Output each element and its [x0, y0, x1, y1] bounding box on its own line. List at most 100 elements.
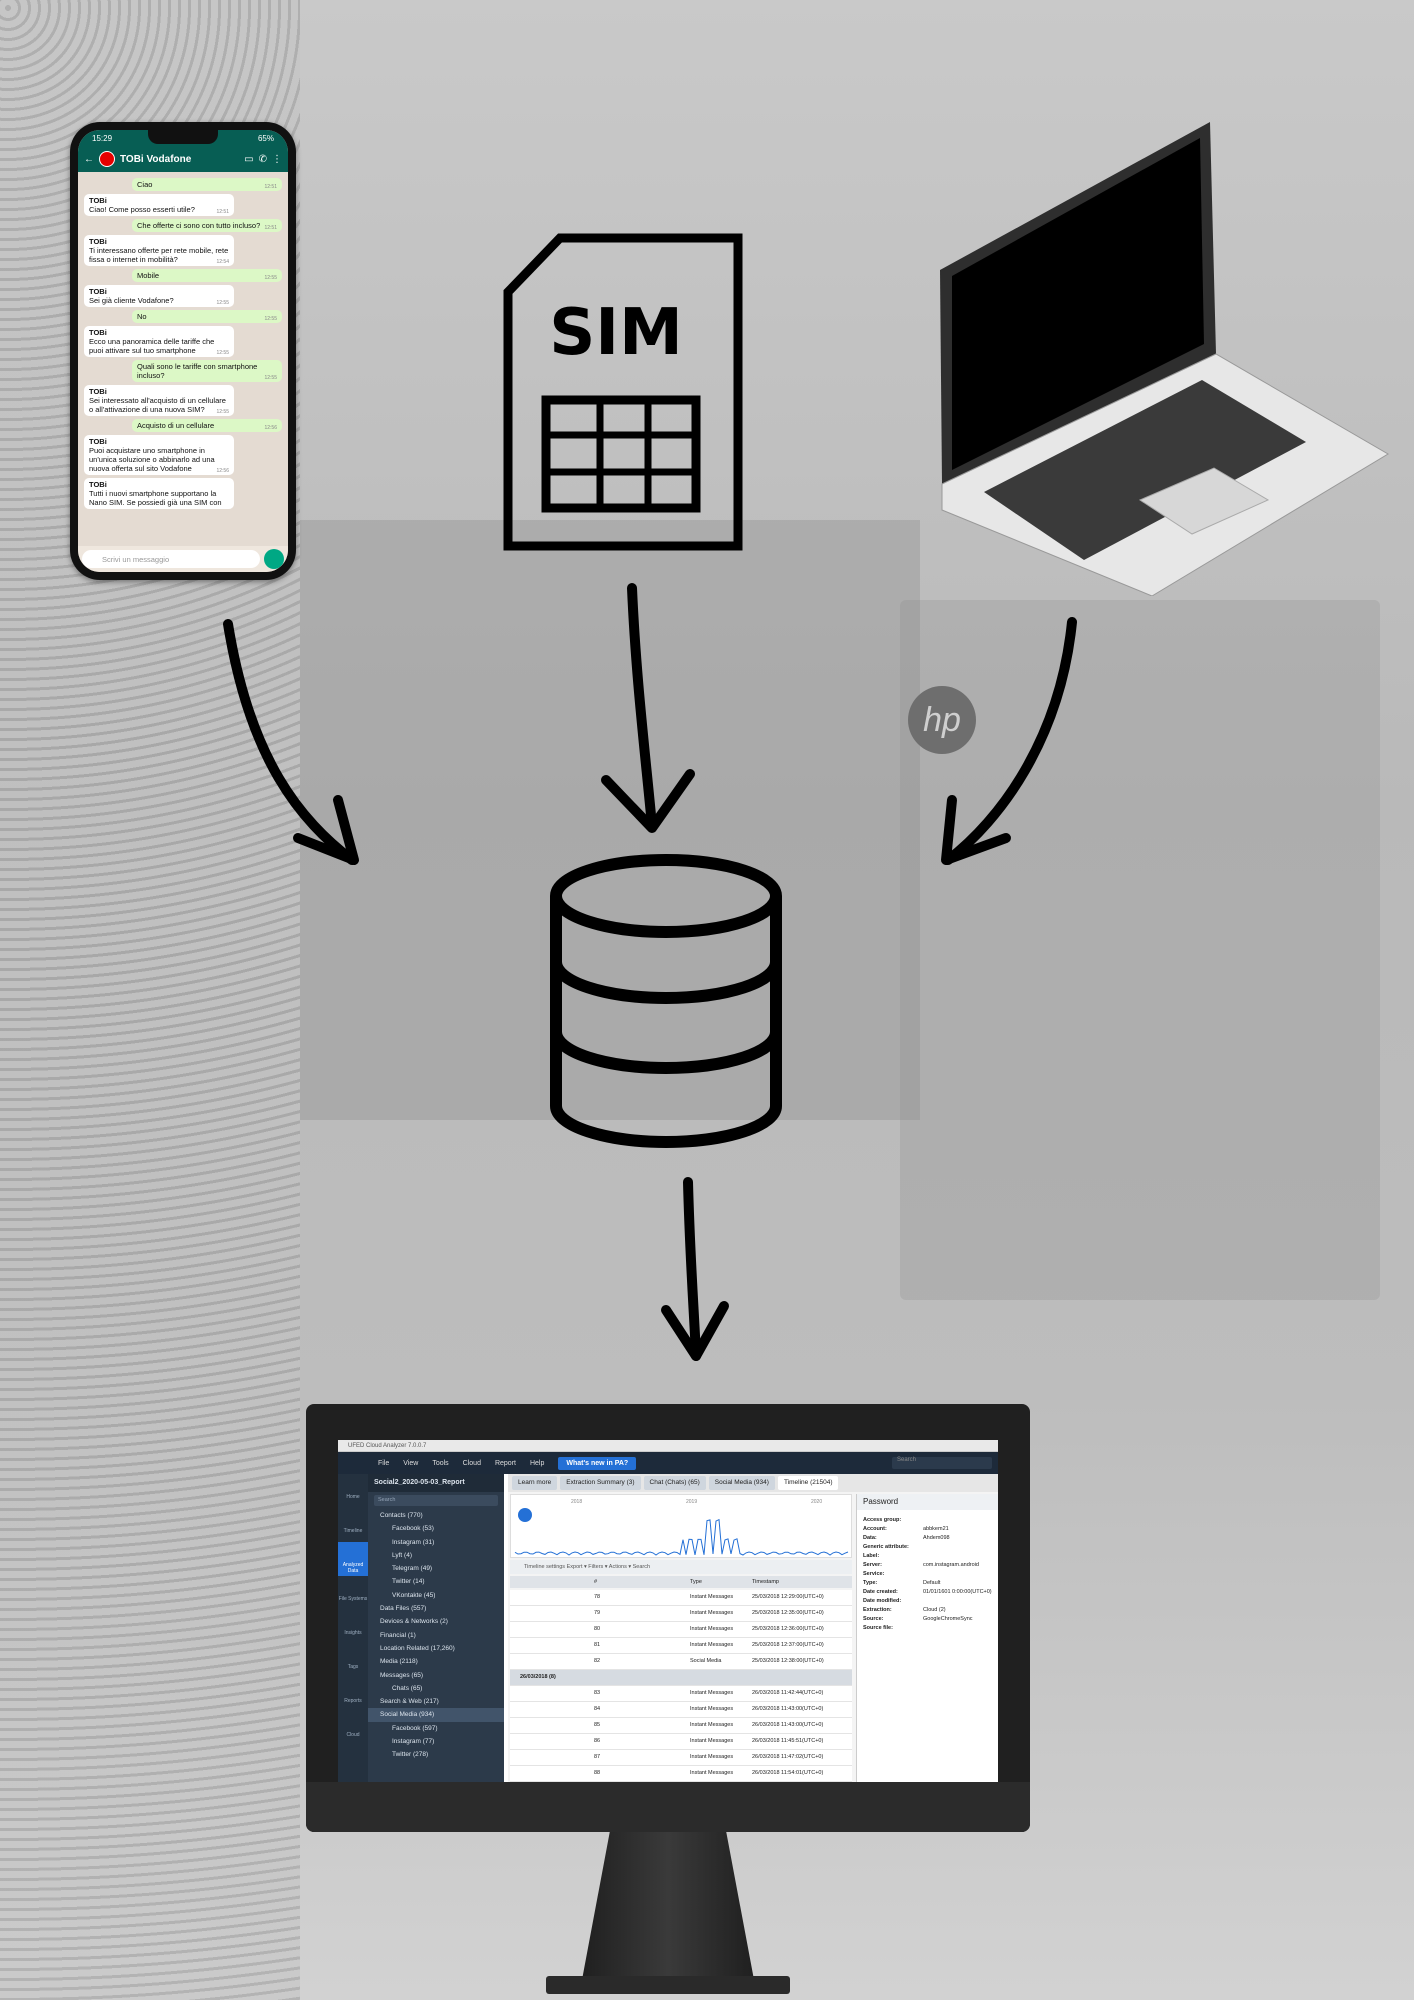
tree-item[interactable]: Facebook (597)	[392, 1724, 438, 1732]
tab[interactable]: Extraction Summary (3)	[560, 1476, 641, 1490]
nav-timeline[interactable]: Timeline	[343, 1528, 363, 1534]
tree-item[interactable]: Financial (1)	[380, 1631, 416, 1639]
more-icon[interactable]: ⋮	[272, 153, 282, 165]
avatar[interactable]	[99, 151, 115, 167]
tree-item[interactable]: Twitter (14)	[392, 1578, 425, 1586]
col-type[interactable]: Type	[690, 1579, 702, 1585]
detail-key: Type:	[863, 1580, 878, 1586]
tree-item[interactable]: Telegram (49)	[392, 1565, 433, 1573]
mic-icon[interactable]	[264, 549, 284, 569]
row-number: 26/03/2018 (8)	[520, 1674, 556, 1680]
nav-tags[interactable]: Tags	[347, 1664, 359, 1670]
tab[interactable]: Timeline (21504)	[777, 1476, 839, 1490]
row-type: Instant Messages	[690, 1610, 734, 1616]
chat-message[interactable]: Che offerte ci sono con tutto incluso?12…	[132, 219, 282, 232]
tree-item[interactable]: Data Files (557)	[380, 1605, 427, 1613]
menu-view[interactable]: View	[403, 1459, 419, 1467]
tree-item[interactable]: Facebook (53)	[392, 1525, 434, 1533]
menu-tools[interactable]: Tools	[432, 1459, 449, 1467]
tree-item[interactable]: Location Related (17,260)	[380, 1644, 455, 1652]
detail-key: Server:	[863, 1562, 882, 1568]
nav-cloud[interactable]: Cloud	[346, 1732, 360, 1738]
tab[interactable]: Social Media (934)	[708, 1476, 775, 1490]
hp-logo-icon: hp	[908, 686, 976, 754]
tree-item[interactable]: Media (2118)	[380, 1658, 418, 1666]
whats-new-button[interactable]: What's new in PA?	[558, 1456, 637, 1470]
tree-item[interactable]: Lyft (4)	[392, 1551, 412, 1559]
col-timestamp[interactable]: Timestamp	[752, 1579, 779, 1585]
message-text: Acquisto di un cellulare	[137, 421, 215, 430]
background-panel	[300, 520, 920, 1120]
message-time: 12:55	[216, 350, 229, 356]
laptop-icon	[940, 122, 1389, 596]
chart-settings-icon[interactable]	[518, 1508, 532, 1522]
tree-search-input[interactable]: Search	[374, 1495, 498, 1506]
app-search-input[interactable]: Search	[892, 1457, 992, 1469]
col-number[interactable]: #	[594, 1579, 598, 1585]
nav-file-systems[interactable]: File Systems	[338, 1596, 368, 1602]
detail-value: 01/01/1601 0:00:00(UTC+0)	[923, 1589, 992, 1595]
tree-item[interactable]: Instagram (77)	[392, 1738, 435, 1746]
tree-item[interactable]: Devices & Networks (2)	[380, 1618, 448, 1626]
timeline-toolbar[interactable]: Timeline settings Export ▾ Filters ▾ Act…	[510, 1560, 852, 1574]
chat-name[interactable]: TOBi Vodafone	[120, 153, 192, 165]
menu-help[interactable]: Help	[529, 1459, 545, 1467]
video-call-icon[interactable]: ▭	[244, 153, 254, 165]
detail-field: Data:Ahdem098	[857, 1534, 998, 1543]
tree-item[interactable]: Twitter (278)	[392, 1751, 429, 1759]
message-input[interactable]: Scrivi un messaggio	[82, 550, 260, 568]
tree-item[interactable]: VKontakte (45)	[392, 1591, 436, 1599]
monitor-chin	[306, 1782, 1030, 1832]
chat-message[interactable]: Quali sono le tariffe con smartphone inc…	[132, 360, 282, 382]
nav-reports[interactable]: Reports	[344, 1698, 362, 1704]
message-sender: TOBi	[89, 287, 107, 296]
nav-insights[interactable]: Insights	[344, 1630, 362, 1636]
nav-home[interactable]: Home	[346, 1494, 360, 1500]
phone-call-icon[interactable]: ✆	[258, 153, 267, 165]
detail-value: Default	[923, 1580, 941, 1586]
tree-item[interactable]: Messages (65)	[380, 1671, 423, 1679]
tree-item[interactable]: Instagram (31)	[392, 1538, 435, 1546]
row-type: Instant Messages	[690, 1754, 734, 1760]
table-row[interactable]: 26/03/2018 (8)	[510, 1670, 852, 1686]
back-arrow-icon[interactable]: ←	[84, 153, 94, 165]
tab[interactable]: Learn more	[512, 1476, 558, 1490]
tree-item[interactable]: Chats (65)	[392, 1684, 423, 1692]
tree-item[interactable]: Contacts (770)	[380, 1512, 423, 1519]
menu-report[interactable]: Report	[494, 1459, 516, 1467]
timeline-chart-svg: 2018 2019 2020	[514, 1499, 849, 1556]
row-timestamp: 26/03/2018 11:43:00(UTC+0)	[752, 1706, 824, 1712]
detail-value: com.instagram.android	[923, 1562, 979, 1568]
tree-item[interactable]: Search & Web (217)	[380, 1698, 439, 1706]
detail-key: Access group:	[863, 1517, 902, 1523]
tree-item[interactable]: Social Media (934)	[368, 1708, 504, 1722]
nav-analyzed-data[interactable]: Analyzed Data	[338, 1542, 368, 1576]
sim-card-icon	[503, 233, 743, 551]
menu-file[interactable]: File	[378, 1459, 390, 1467]
menu-cloud[interactable]: Cloud	[462, 1459, 481, 1467]
tab[interactable]: Chat (Chats) (65)	[643, 1476, 706, 1490]
